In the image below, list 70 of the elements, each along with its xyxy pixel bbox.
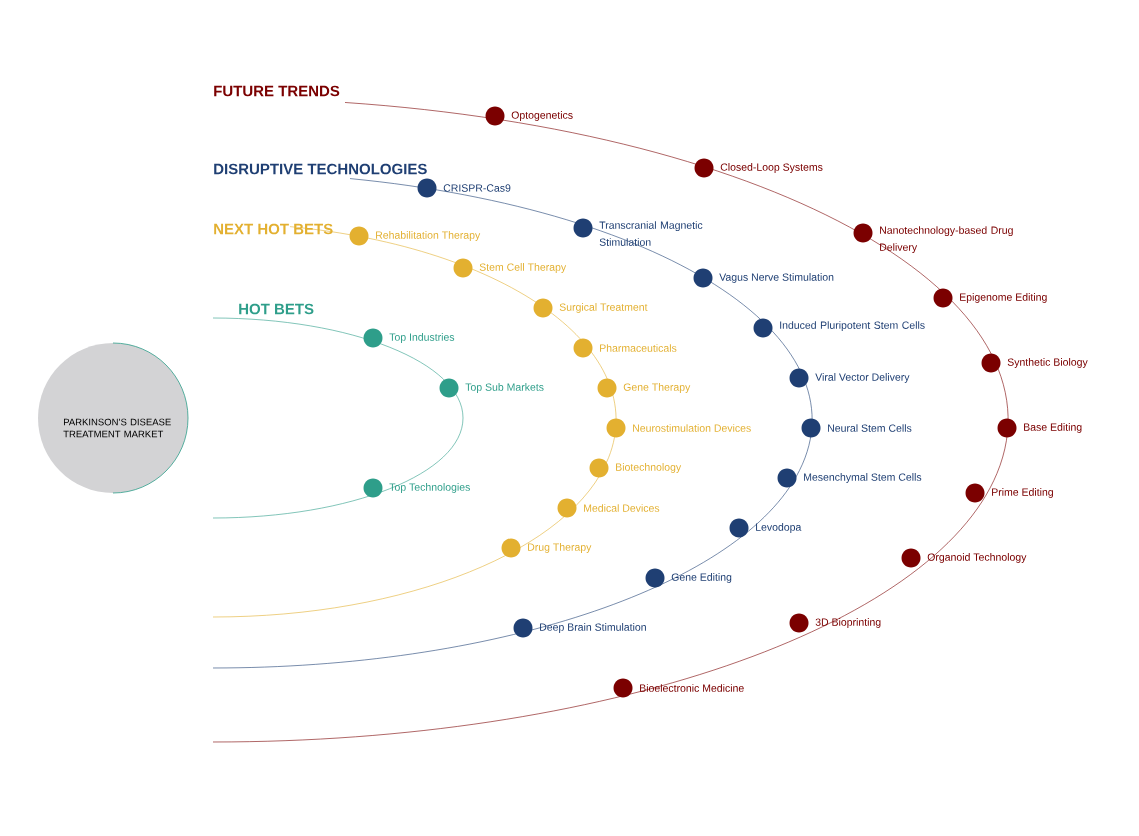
dot-marker — [613, 678, 633, 698]
dot-marker — [645, 568, 665, 588]
item-label: Base Editing — [1024, 423, 1082, 433]
dot-marker — [901, 548, 921, 568]
item-label: Levodopa — [756, 523, 802, 533]
dot-marker — [729, 518, 749, 538]
dot-marker — [485, 106, 505, 126]
item-label: Transcranial Magnetic Stimulation — [599, 221, 703, 246]
item-label: Synthetic Biology — [1007, 358, 1088, 368]
dot-marker — [513, 618, 533, 638]
item-label: Induced Pluripotent Stem Cells — [780, 321, 925, 331]
item-label: Surgical Treatment — [559, 303, 648, 313]
item-label: Bioelectronic Medicine — [640, 684, 744, 692]
item-label: Top Industries — [389, 333, 455, 343]
item-label: Medical Devices — [584, 504, 660, 512]
dot-marker — [597, 378, 617, 398]
dot-marker — [853, 223, 873, 243]
item-label: Viral Vector Delivery — [815, 373, 910, 383]
item-label: Neurostimulation Devices — [633, 424, 751, 432]
item-label: Pharmaceuticals — [600, 344, 677, 352]
section-heading: HOT BETS — [239, 303, 314, 315]
dot-marker — [589, 458, 609, 478]
dot-marker — [363, 328, 383, 348]
dot-marker — [997, 418, 1017, 438]
section-heading: NEXT HOT BETS — [214, 223, 333, 235]
dot-marker — [573, 218, 593, 238]
section-heading: FUTURE TRENDS — [214, 85, 340, 97]
item-label: Drug Therapy — [528, 543, 592, 553]
dot-marker — [573, 338, 593, 358]
dot-marker — [453, 258, 473, 278]
dot-marker — [501, 538, 521, 558]
item-label: 3D Bioprinting — [815, 618, 881, 628]
item-label: Gene Editing — [671, 573, 732, 583]
item-label: Top Sub Markets — [465, 383, 544, 393]
item-label: Stem Cell Therapy — [479, 263, 567, 273]
market-title: PARKINSON’S DISEASE TREATMENT MARKET — [63, 418, 171, 438]
section-heading: DISRUPTIVE TECHNOLOGIES — [214, 163, 427, 175]
item-label: Closed-Loop Systems — [720, 163, 823, 173]
item-label: Epigenome Editing — [960, 293, 1047, 303]
market-circle — [38, 342, 189, 494]
dot-marker — [801, 418, 821, 438]
item-label: Rehabilitation Therapy — [376, 231, 481, 241]
dot-marker — [693, 268, 713, 288]
dot-marker — [933, 288, 953, 308]
dot-marker — [606, 418, 626, 438]
dot-marker — [777, 468, 797, 488]
item-label: Nanotechnology-based Drug Delivery — [880, 226, 1013, 253]
dot-marker — [557, 498, 577, 518]
item-label: Organoid Technology — [927, 553, 1027, 563]
dot-marker — [965, 483, 985, 503]
item-label: Biotechnology — [616, 463, 682, 473]
dot-marker — [363, 478, 383, 498]
item-label: Mesenchymal Stem Cells — [804, 473, 922, 483]
dot-marker — [439, 378, 459, 398]
item-label: Vagus Nerve Stimulation — [719, 273, 834, 283]
dot-marker — [981, 353, 1001, 373]
item-label: Prime Editing — [992, 488, 1053, 498]
dot-marker — [753, 318, 773, 338]
item-label: Gene Therapy — [623, 383, 691, 393]
item-label: Top Technologies — [389, 483, 470, 493]
dot-marker — [417, 178, 437, 198]
item-label: Deep Brain Stimulation — [540, 623, 646, 633]
item-label: Neural Stem Cells — [828, 424, 912, 432]
dot-marker — [789, 368, 809, 388]
dot-marker — [694, 158, 714, 178]
item-label: Optogenetics — [511, 111, 573, 121]
item-label: CRISPR-Cas9 — [443, 184, 511, 192]
dot-marker — [349, 226, 369, 246]
dot-marker — [533, 298, 553, 318]
dot-marker — [789, 613, 809, 633]
